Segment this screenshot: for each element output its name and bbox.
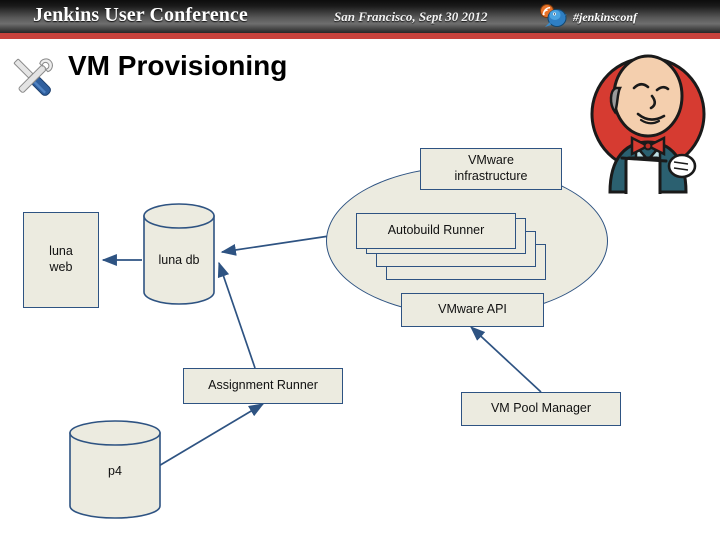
- node-vm-pool-manager-label: VM Pool Manager: [490, 401, 592, 416]
- conference-location-date: San Francisco, Sept 30 2012: [334, 9, 488, 24]
- conference-title: Jenkins User Conference: [33, 4, 248, 26]
- node-p4-label: p4: [108, 464, 122, 478]
- node-luna-web[interactable]: luna web: [23, 212, 99, 308]
- conference-header-bar: [0, 0, 720, 33]
- node-vmware-api[interactable]: VMware API: [401, 293, 544, 327]
- social-icons-group: [535, 2, 577, 32]
- edge-p4-to-assignment: [151, 403, 265, 471]
- node-autobuild-runner[interactable]: Autobuild Runner: [356, 213, 516, 249]
- social-icons-svg: [540, 4, 567, 27]
- node-vmware-api-label: VMware API: [438, 302, 507, 317]
- tools-icon: [6, 52, 60, 104]
- node-luna-db[interactable]: [142, 203, 216, 305]
- page-title: VM Provisioning: [68, 50, 288, 81]
- node-vmware-infrastructure-label: VMware infrastructure: [455, 153, 528, 184]
- edge-vmpool-to-vmwareapi: [470, 326, 542, 393]
- node-assignment-runner-label: Assignment Runner: [208, 378, 318, 393]
- tools-icon-svg: [13, 58, 53, 96]
- edge-assignment-to-lunadb: [217, 261, 256, 369]
- node-p4[interactable]: [68, 420, 162, 519]
- header-accent-rule: [0, 33, 720, 39]
- node-vmware-infrastructure-label-line2: infrastructure: [454, 169, 528, 183]
- conference-hashtag: #jenkinsconf: [573, 10, 638, 24]
- node-luna-db-label: luna db: [158, 253, 200, 267]
- jenkins-mascot-svg: [590, 54, 706, 200]
- node-vmware-infrastructure[interactable]: VMware infrastructure: [420, 148, 562, 190]
- node-vmware-infrastructure-label-line1: VMware: [468, 153, 514, 168]
- node-luna-web-label: luna web: [49, 244, 73, 275]
- twitter-bird-icon: [545, 9, 567, 27]
- node-luna-web-label-line1: luna: [49, 244, 73, 259]
- node-assignment-runner[interactable]: Assignment Runner: [183, 368, 343, 404]
- node-luna-web-label-line2: web: [49, 260, 73, 274]
- node-vm-pool-manager[interactable]: VM Pool Manager: [461, 392, 621, 426]
- node-autobuild-runner-label: Autobuild Runner: [387, 223, 485, 238]
- jenkins-butler-mascot: [582, 42, 714, 200]
